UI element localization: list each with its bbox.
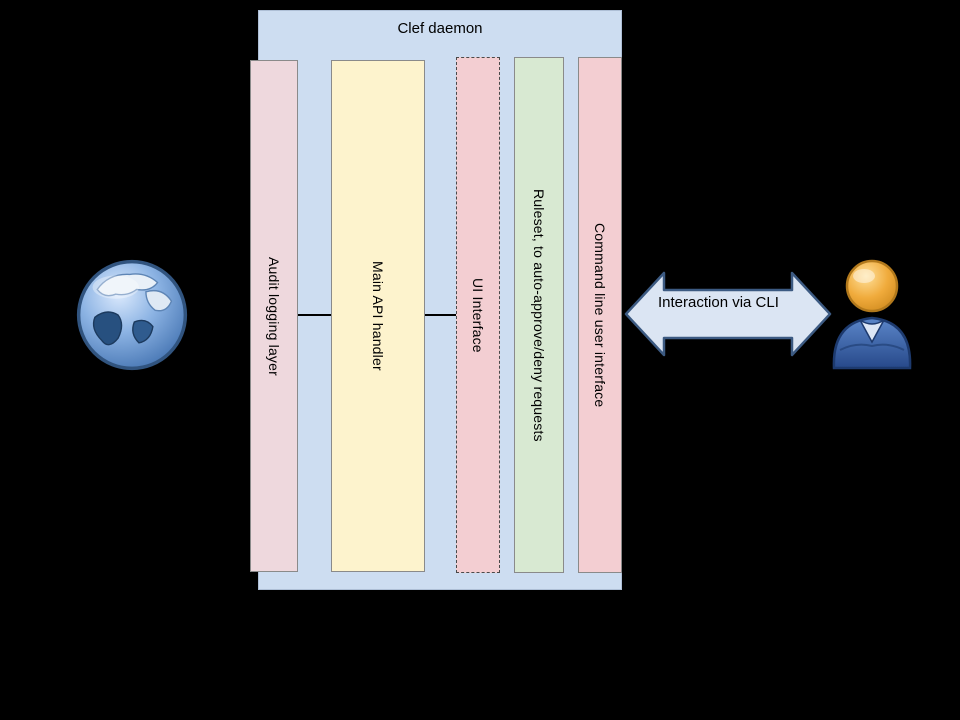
connector-audit-to-main — [298, 314, 331, 316]
column-ruleset-label: Ruleset, to auto-approve/deny requests — [531, 188, 547, 442]
column-ui-interface-label: UI Interface — [470, 277, 486, 353]
cli-arrow — [622, 263, 834, 365]
connector-main-to-ui — [425, 314, 456, 316]
globe-icon — [74, 257, 190, 373]
column-ui-interface: UI Interface — [456, 57, 500, 573]
clef-daemon-title: Clef daemon — [397, 20, 483, 37]
user-icon — [826, 250, 918, 372]
clef-daemon-container — [258, 10, 622, 590]
column-main-api-handler-label: Main API handler — [370, 261, 386, 371]
cli-arrow-label: Interaction via CLI — [658, 294, 779, 311]
column-command-line-user-interface-label: Command line user interface — [592, 222, 608, 408]
column-main-api-handler: Main API handler — [331, 60, 425, 572]
column-ruleset: Ruleset, to auto-approve/deny requests — [514, 57, 564, 573]
column-command-line-user-interface: Command line user interface — [578, 57, 622, 573]
column-audit-logging-layer: Audit logging layer — [250, 60, 298, 572]
column-audit-logging-layer-label: Audit logging layer — [266, 256, 282, 376]
